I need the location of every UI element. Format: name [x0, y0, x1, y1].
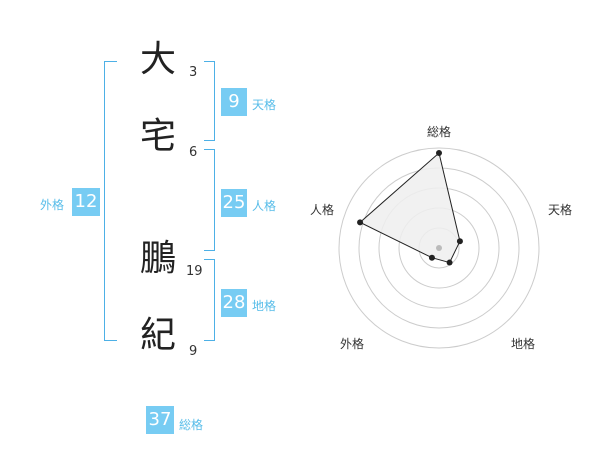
gaikaku-label: 外格	[40, 198, 65, 212]
jinkaku-label: 人格	[252, 199, 277, 213]
radar-label-jinkaku: 人格	[310, 203, 335, 217]
radar-label-soukaku: 総格	[427, 125, 452, 139]
chikaku-badge: 28	[221, 289, 247, 317]
tenkaku-bracket	[204, 61, 215, 141]
radar-point-5	[357, 219, 364, 226]
jinkaku-bracket	[204, 149, 215, 251]
jinkaku-badge: 25	[221, 189, 247, 217]
gaikaku-badge: 12	[72, 188, 100, 216]
tenkaku-label: 天格	[252, 98, 277, 112]
radar-label-chikaku: 地格	[511, 337, 536, 351]
radar-area	[359, 152, 461, 264]
radar-point-2	[456, 238, 463, 245]
radar-center-point	[436, 245, 442, 251]
stroke-count-2: 6	[189, 145, 198, 160]
stroke-count-1: 3	[189, 65, 198, 80]
radar-ring-5	[338, 147, 540, 349]
soukaku-label: 総格	[179, 418, 204, 432]
gaikaku-bracket	[104, 61, 117, 341]
chikaku-bracket	[204, 259, 215, 341]
kanji-1: 大	[139, 39, 176, 80]
radar-label-tenkaku: 天格	[548, 203, 573, 217]
soukaku-badge: 37	[146, 406, 174, 434]
tenkaku-badge: 9	[221, 88, 247, 116]
radar-point-4	[428, 254, 435, 261]
radar-point-3	[446, 259, 453, 266]
kanji-2: 宅	[139, 116, 176, 157]
stroke-count-4: 9	[189, 344, 198, 359]
chikaku-label: 地格	[252, 299, 277, 313]
kanji-3: 鵬	[139, 238, 176, 279]
kanji-4: 紀	[139, 315, 176, 356]
stroke-count-3: 19	[186, 264, 203, 279]
radar-label-gaikaku: 外格	[340, 337, 365, 351]
radar-point-1	[436, 150, 442, 156]
